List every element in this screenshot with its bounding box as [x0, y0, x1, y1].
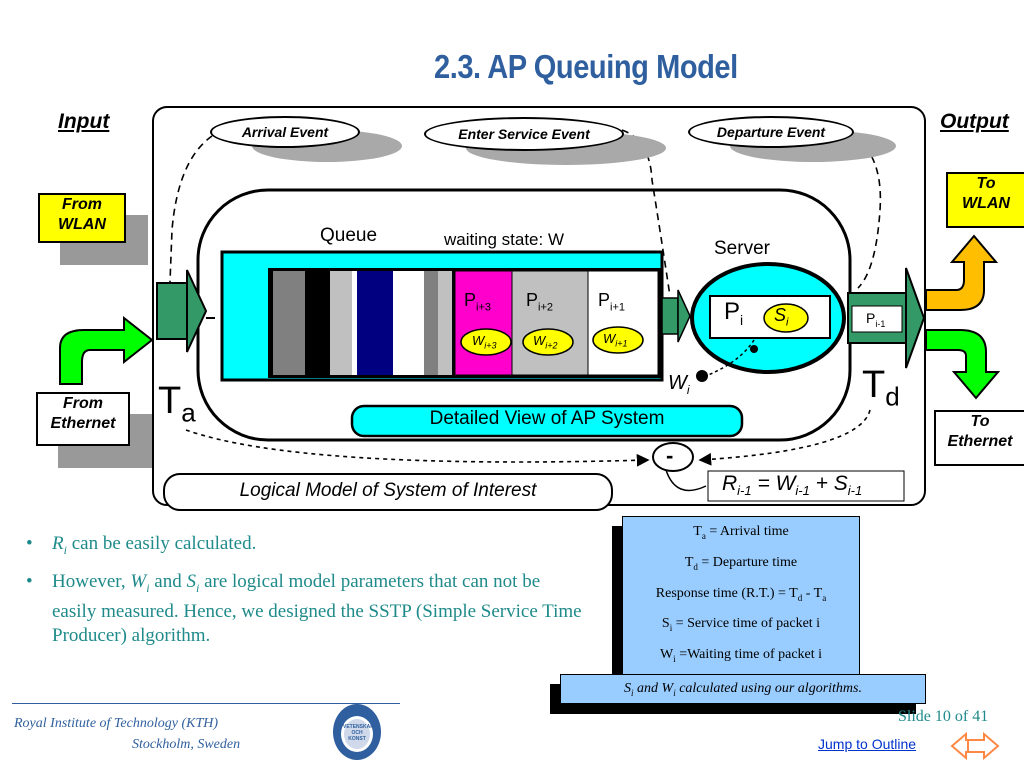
server-packet-label: Pi: [724, 298, 744, 328]
bullet-list: Ri can be easily calculated. However, Wi…: [26, 532, 586, 656]
arrival-event-ellipse: Arrival Event: [210, 116, 360, 148]
queued-packet-stripes: [273, 271, 452, 375]
legend-footnote: Si and Wi calculated using our algorithm…: [560, 674, 926, 704]
w-ellipse-i3: [460, 328, 512, 356]
minus-to-formula-line: [665, 469, 707, 492]
packet-label-i1: Pi+1: [598, 290, 626, 314]
output-label: Output: [940, 110, 1009, 133]
to-wlan-box: To WLAN: [946, 172, 1024, 228]
departure-event-line: [845, 131, 882, 289]
enter-service-line: [621, 129, 671, 297]
server-s-label: Si: [774, 305, 789, 329]
input-arrow: [156, 269, 208, 353]
w-label-i1: Wi+1: [603, 331, 628, 349]
slide-number: Slide 10 of 41: [898, 708, 989, 725]
slide-title: 2.3. AP Queuing Model: [433, 48, 738, 85]
from-wlan-line1: From: [62, 196, 102, 213]
to-ethernet-line2: Ethernet: [947, 433, 1013, 450]
kth-seal-icon: [333, 704, 381, 760]
from-ethernet-line1: From: [63, 395, 103, 412]
queue-to-server-arrow: [661, 289, 691, 343]
wi-dot-server: [750, 345, 758, 353]
from-ethernet-arrow: [59, 315, 154, 385]
ta-label: Ta: [158, 380, 196, 428]
packet-block-i1: [587, 270, 659, 376]
wi-pointer-line: [705, 339, 755, 377]
from-wlan-box: From WLAN: [38, 193, 126, 243]
to-ethernet-line1: To: [970, 413, 990, 430]
w-ellipse-i2: [522, 328, 574, 356]
bullet-item: Ri can be easily calculated.: [26, 532, 586, 562]
queue-label: Queue: [320, 225, 378, 246]
td-label: Td: [862, 364, 900, 412]
departure-event-ellipse: Departure Event: [688, 116, 854, 148]
legend-row: Wi =Waiting time of packet i: [659, 647, 823, 664]
navigation-arrows-icon: [950, 731, 1000, 761]
w-ellipse-i1: [592, 326, 644, 354]
out-packet-label: Pi-1: [866, 310, 886, 329]
packet-label-i3: Pi+3: [464, 290, 492, 314]
from-wlan-line2: WLAN: [58, 216, 106, 233]
jump-to-outline-link[interactable]: Jump to Outline: [818, 736, 917, 752]
wi-dot: [696, 370, 708, 382]
logical-model-label-box: [163, 473, 613, 511]
formula-text: Ri-1 = Wi-1 + Si-1: [722, 472, 863, 499]
detail-view-label-box: [350, 404, 744, 438]
to-wlan-line1: To: [976, 175, 996, 192]
w-label-i2: Wi+2: [533, 333, 558, 351]
waiting-state-label: waiting state: W: [444, 230, 564, 249]
wi-label: Wi: [668, 372, 690, 397]
legend-box: Ta = Arrival time Td = Departure time Re…: [622, 516, 860, 678]
footer-divider: [12, 703, 400, 704]
td-to-minus-line: [698, 409, 871, 466]
server-label: Server: [714, 238, 770, 259]
from-ethernet-box: From Ethernet: [36, 392, 130, 446]
to-wlan-arrow: [925, 234, 999, 311]
input-label: Input: [58, 110, 110, 133]
to-ethernet-arrow: [925, 329, 1001, 400]
s-ellipse: [763, 303, 809, 333]
legend-row: Td = Departure time: [684, 554, 798, 572]
footer-city: Stockholm, Sweden: [132, 737, 241, 752]
footer-institution: Royal Institute of Technology (KTH): [14, 716, 219, 731]
logical-model-label: Logical Model of System of Interest: [239, 480, 537, 501]
legend-row: Si = Service time of packet i: [661, 616, 821, 634]
enter-service-event-ellipse: Enter Service Event: [424, 117, 624, 151]
out-packet-box: [851, 305, 903, 333]
legend-row: Ta = Arrival time: [693, 524, 789, 541]
minus-label: -: [666, 443, 674, 468]
to-wlan-line2: WLAN: [962, 195, 1010, 212]
packet-block-i2: [511, 270, 589, 376]
minus-ellipse: [652, 442, 694, 472]
packet-block-i3: [454, 270, 513, 376]
bullet-item: However, Wi and Si are logical model par…: [26, 570, 586, 648]
w-label-i3: Wi+3: [472, 333, 497, 351]
from-ethernet-line2: Ethernet: [50, 415, 116, 432]
arrival-event-line: [169, 135, 213, 283]
detail-view-label: Detailed View of AP System: [429, 408, 665, 429]
packet-label-i2: Pi+2: [526, 290, 554, 314]
to-ethernet-box: To Ethernet: [934, 410, 1024, 466]
formula-box: [707, 470, 905, 502]
legend-row: Response time (R.T.) = Td - Ta: [655, 585, 827, 603]
